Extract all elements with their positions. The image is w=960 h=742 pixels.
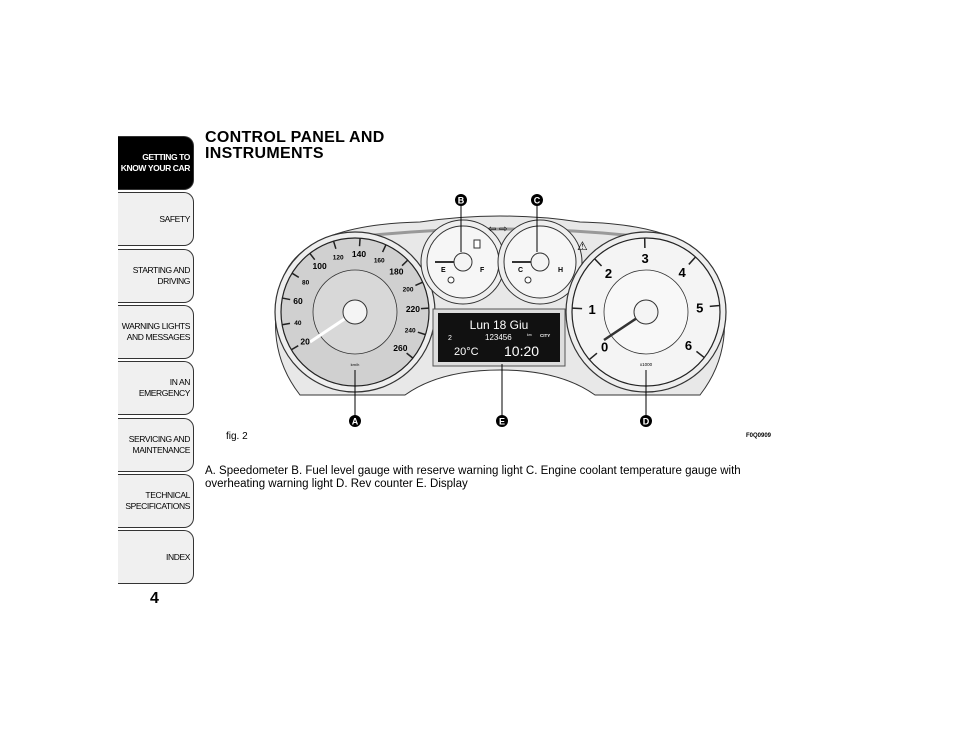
callout-label: B	[458, 196, 465, 206]
sidebar-tab-safety[interactable]: SAFETY	[118, 192, 194, 247]
callout-label: E	[499, 417, 505, 427]
speed-unit-label: km/h	[351, 362, 360, 367]
figure-caption: A. Speedometer B. Fuel level gauge with …	[205, 465, 741, 490]
speed-tick-label: 60	[293, 296, 303, 306]
fuel-full-label: F	[480, 267, 485, 274]
speed-tick-label: 40	[294, 320, 302, 327]
callout-b	[455, 194, 467, 206]
sidebar-tab-warning-lights-and-messages[interactable]: WARNING LIGHTS AND MESSAGES	[118, 304, 194, 359]
display-gear: 2	[448, 335, 452, 342]
rpm-tick-label: 3	[641, 251, 648, 266]
callout-d	[640, 415, 652, 427]
speed-tick-label: 140	[352, 249, 366, 259]
rpm-tick-label: 5	[696, 300, 703, 315]
display-date: Lun 18 Giu	[470, 318, 529, 332]
callout-label: A	[352, 417, 359, 427]
page-title: CONTROL PANEL AND INSTRUMENTS	[205, 129, 385, 162]
speed-tick-label: 180	[389, 266, 403, 276]
rpm-tick-label: 2	[605, 266, 612, 281]
speed-tick-label: 200	[403, 287, 414, 294]
display: Lun 18 Giu 2 123456 km CITY 20°C 10:20	[432, 308, 566, 367]
rpm-tick-label: 4	[679, 265, 687, 280]
speed-tick-label: 80	[302, 280, 310, 287]
temp-hot-label: H	[558, 267, 563, 274]
speed-tick-label: 160	[374, 257, 385, 264]
display-odo-unit: km	[527, 333, 532, 337]
rpm-tick-label: 1	[588, 302, 595, 317]
sidebar-tab-starting-and-driving[interactable]: STARTING AND DRIVING	[118, 248, 194, 303]
coolant-temperature-gauge: C H	[497, 219, 583, 305]
page-number: 4	[150, 590, 159, 607]
reserve-warning-light	[447, 276, 455, 284]
sidebar-tab-getting-to-know-your-car[interactable]: GETTING TO KNOW YOUR CAR	[118, 136, 194, 190]
rpm-tick-label: 6	[685, 338, 692, 353]
temp-cold-label: C	[518, 267, 523, 274]
speed-tick-label: 120	[333, 254, 344, 261]
speedometer: km/h 20 40 60 80 100 120 140 160 180 200 220 240 260	[274, 231, 436, 393]
callout-label: C	[534, 196, 541, 206]
overheating-warning-light	[524, 276, 532, 284]
display-odometer: 123456	[485, 333, 512, 342]
speed-tick-label: 240	[405, 328, 416, 335]
figure-label: fig. 2	[226, 431, 248, 442]
sidebar-tab-index[interactable]: INDEX	[118, 530, 194, 585]
figure-code: F0Q0909	[746, 433, 772, 439]
hazard-warning-icon: ⚠	[577, 239, 588, 253]
speed-tick-label: 220	[406, 304, 420, 314]
callout-label: D	[643, 417, 650, 427]
callout-e	[496, 415, 508, 427]
rpm-tick-label: 0	[601, 340, 608, 355]
sidebar-tab-technical-specifications[interactable]: TECHNICAL SPECIFICATIONS	[118, 473, 194, 528]
display-mode: CITY	[540, 333, 550, 338]
callout-a	[349, 415, 361, 427]
rev-counter: x1000 0 1 2 3 4 5 6	[565, 231, 727, 393]
fuel-empty-label: E	[441, 267, 446, 274]
speed-tick-label: 260	[393, 343, 407, 353]
sidebar-tab-in-an-emergency[interactable]: IN AN EMERGENCY	[118, 361, 194, 416]
display-temperature: 20°C	[454, 346, 479, 358]
callout-c	[531, 194, 543, 206]
rpm-unit-label: x1000	[640, 362, 653, 367]
speed-tick-label: 100	[313, 261, 327, 271]
fuel-gauge: E F	[420, 219, 506, 305]
turn-signal-icons: ⇦ ⇨	[488, 224, 508, 235]
display-time: 10:20	[504, 343, 539, 359]
speed-tick-label: 20	[300, 337, 310, 347]
fuel-pump-icon	[473, 239, 481, 249]
sidebar-tab-servicing-and-maintenance[interactable]: SERVICING AND MAINTENANCE	[118, 417, 194, 472]
